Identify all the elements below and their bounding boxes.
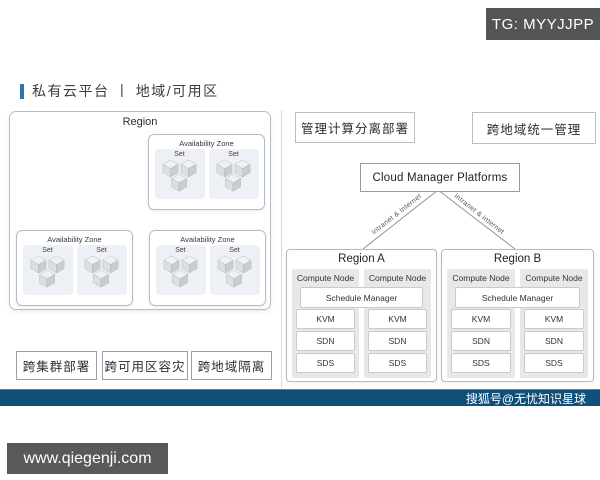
connector-line [437,189,516,250]
region-label: Region [122,116,158,128]
component-kvm: KVM [368,309,427,329]
region-a-title: Region A [338,253,385,265]
feature-box-cross-cluster: 跨集群部署 [16,351,97,380]
schedule-manager-box: Schedule Manager [455,287,580,308]
compute-node-panel: Compute Node KVM SDN SDS [447,269,515,378]
compute-node-label: Compute Node [525,273,583,283]
set-row: Set Set [17,245,132,295]
set-label: Set [228,151,239,158]
feature-box-cross-region: 跨地域隔离 [191,351,272,380]
compute-node-label: Compute Node [452,273,510,283]
component-sdn: SDN [451,331,511,351]
component-kvm: KVM [451,309,511,329]
availability-zone-box: Availability Zone Set Set [148,134,265,210]
component-sds: SDS [524,353,584,373]
set-row: Set Set [149,149,264,199]
set-box: Set [22,245,73,295]
region-b-box: Region B Compute Node KVM SDN SDS Comput… [441,249,594,382]
set-label: Set [175,247,186,254]
set-row: Set Set [150,245,265,295]
connector-line [362,189,439,250]
feature-box-cross-az: 跨可用区容灾 [102,351,188,380]
set-label: Set [174,151,185,158]
component-kvm: KVM [296,309,355,329]
title-text: 私有云平台 丨 地域/可用区 [32,83,219,99]
set-box: Set [209,245,260,295]
set-label: Set [96,247,107,254]
watermark-text: 搜狐号@无忧知识星球 [465,391,586,406]
server-cubes-icon [216,159,250,192]
page-title: 私有云平台 丨 地域/可用区 [20,82,219,100]
component-sdn: SDN [368,331,427,351]
region-a-box: Region A Compute Node KVM SDN SDS Comput… [286,249,437,382]
schedule-manager-box: Schedule Manager [300,287,423,308]
set-box: Set [76,245,127,295]
server-cubes-icon [162,159,196,192]
mgmt-compute-separation-box: 管理计算分离部署 [295,112,415,143]
compute-node-panel: Compute Node KVM SDN SDS [292,269,359,378]
region-a-body: Compute Node KVM SDN SDS Compute Node KV… [292,269,431,378]
server-cubes-icon [84,255,118,288]
set-label: Set [42,247,53,254]
watermark-bar: 搜狐号@无忧知识星球 [0,389,600,406]
region-b-title: Region B [493,253,542,265]
set-box: Set [155,245,206,295]
cross-region-mgmt-box: 跨地域统一管理 [472,112,596,144]
set-label: Set [229,247,240,254]
set-box: Set [208,149,259,199]
title-accent-bar [20,83,24,99]
compute-node-label: Compute Node [368,273,427,283]
server-cubes-icon [217,255,251,288]
component-sdn: SDN [296,331,355,351]
component-sds: SDS [368,353,427,373]
component-sdn: SDN [524,331,584,351]
availability-zone-box: Availability Zone Set Set [149,230,266,306]
section-divider [281,110,282,388]
component-kvm: KVM [524,309,584,329]
availability-zone-label: Availability Zone [47,235,102,244]
server-cubes-icon [30,255,64,288]
compute-node-panel: Compute Node KVM SDN SDS [520,269,588,378]
availability-zone-label: Availability Zone [179,139,234,148]
set-box: Set [154,149,205,199]
component-sds: SDS [451,353,511,373]
tg-badge: TG: MYYJJPP [486,8,600,40]
availability-zone-label: Availability Zone [180,235,235,244]
server-cubes-icon [163,255,197,288]
cloud-manager-platforms-box: Cloud Manager Platforms [360,163,520,192]
compute-node-label: Compute Node [296,273,355,283]
component-sds: SDS [296,353,355,373]
availability-zone-box: Availability Zone Set Set [16,230,133,306]
site-badge: www.qiegenji.com [7,443,168,474]
compute-node-panel: Compute Node KVM SDN SDS [364,269,431,378]
region-b-body: Compute Node KVM SDN SDS Compute Node KV… [447,269,588,378]
